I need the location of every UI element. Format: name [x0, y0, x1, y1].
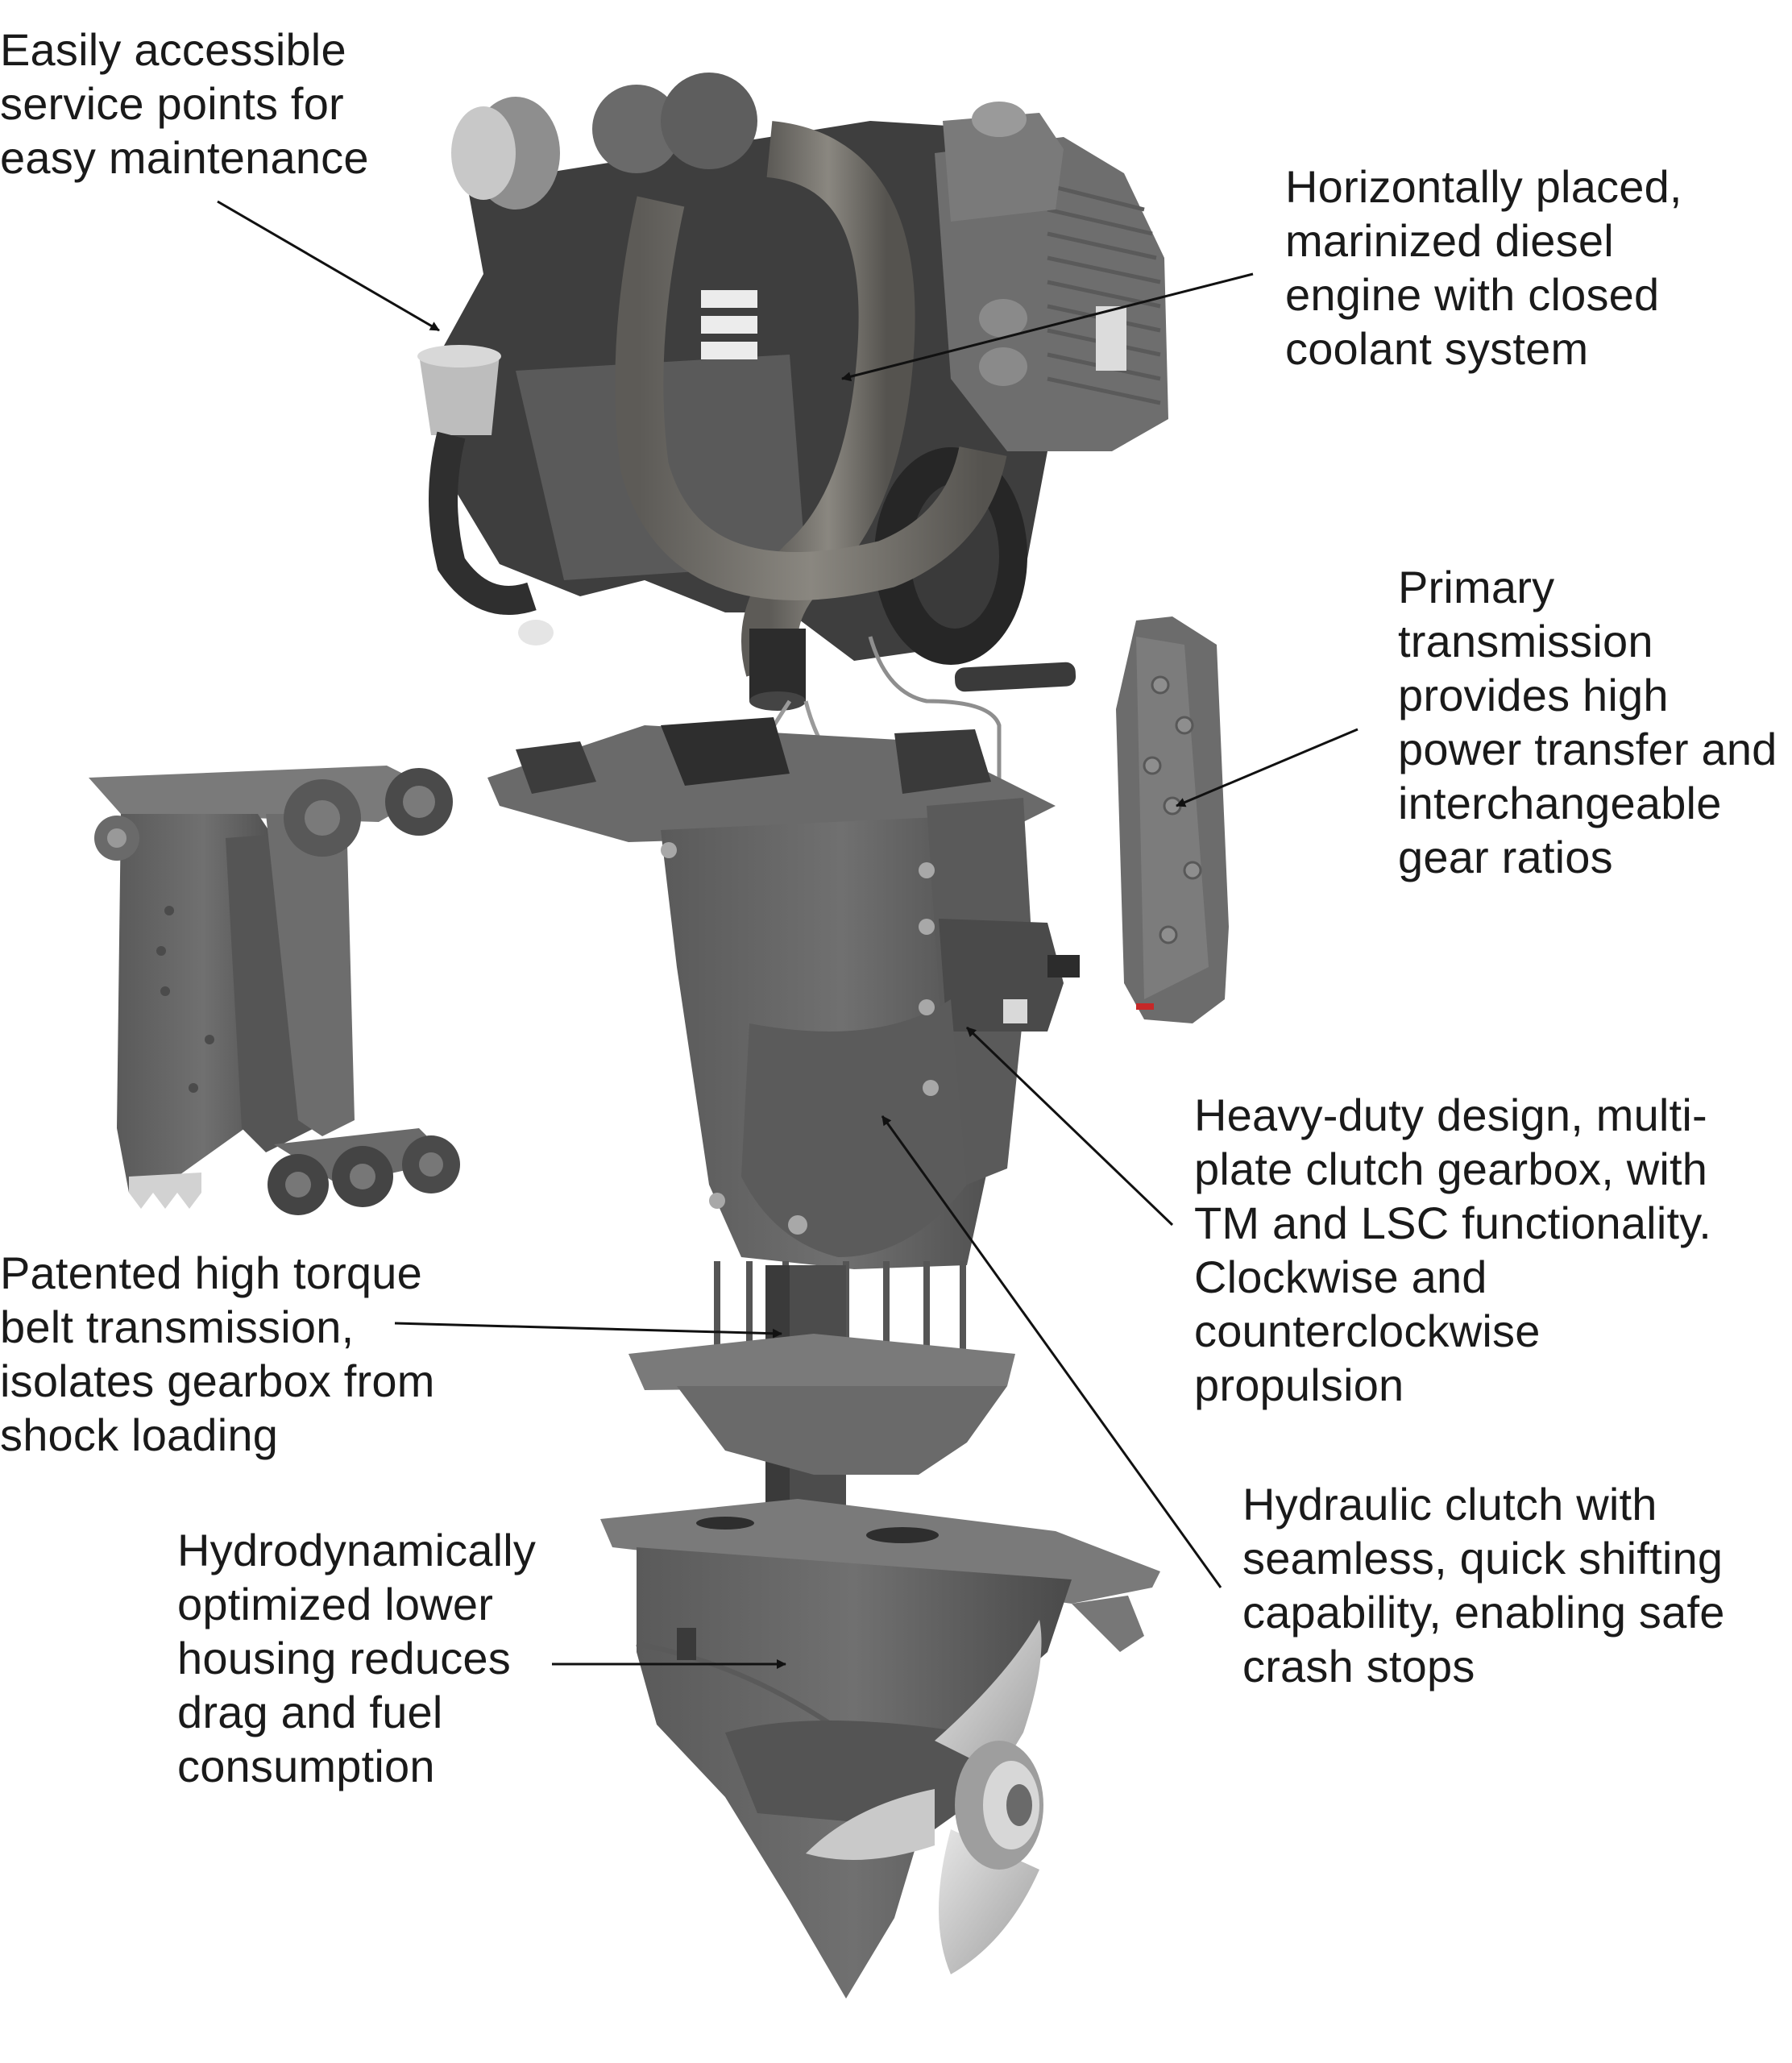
- oil-filter: [419, 355, 500, 435]
- transom-bracket: [89, 766, 460, 1215]
- label-engine: Horizontally placed, marinized diesel en…: [1285, 161, 1682, 374]
- diesel-engine: [417, 73, 1168, 814]
- label-primary-transmission: Primary transmission provides high power…: [1398, 562, 1777, 882]
- propeller: [806, 1620, 1043, 1974]
- label-service-points: Easily accessible service points for eas…: [0, 24, 369, 183]
- callout-arrows: [217, 200, 1359, 1669]
- primary-transmission-housing: [1116, 616, 1229, 1023]
- lower-housing: [600, 1499, 1160, 1999]
- engine-sticker: [1096, 306, 1126, 371]
- arrow-service-points: [217, 200, 440, 332]
- arrow-gearbox: [965, 1026, 1174, 1227]
- arrow-hydraulic-clutch: [881, 1115, 1222, 1588]
- label-hydraulic-clutch: Hydraulic clutch with seamless, quick sh…: [1242, 1479, 1725, 1691]
- midsection-gearbox: [487, 717, 1080, 1700]
- label-lower-housing: Hydrodynamically optimized lower housing…: [177, 1525, 537, 1791]
- arrow-belt: [394, 1322, 782, 1339]
- arrow-primary-transmission: [1176, 728, 1359, 807]
- arrow-engine: [841, 272, 1254, 382]
- label-belt-transmission: Patented high torque belt transmission, …: [0, 1247, 435, 1460]
- label-gearbox: Heavy-duty design, multi- plate clutch g…: [1194, 1090, 1712, 1410]
